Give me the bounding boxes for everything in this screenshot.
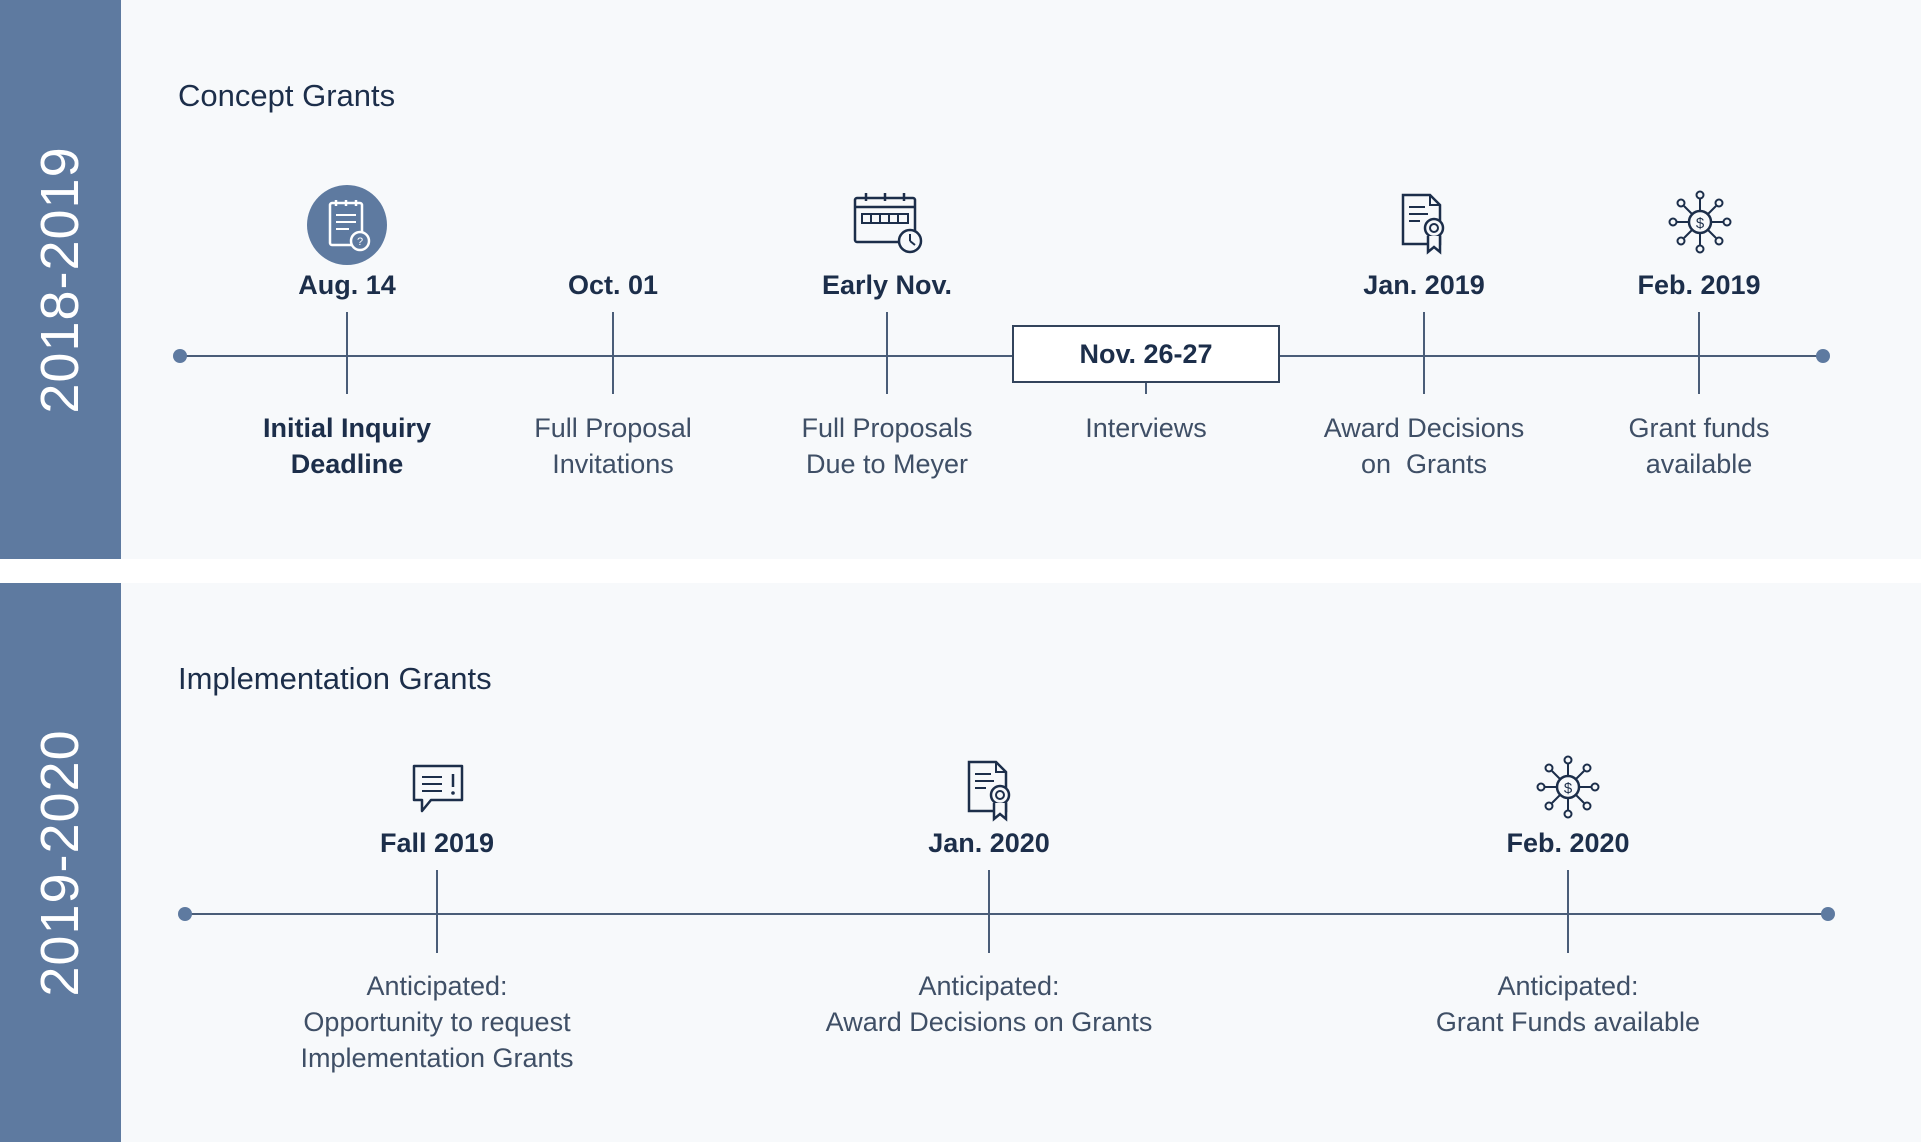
milestone-description: Anticipated: Opportunity to request Impl… <box>300 971 574 1073</box>
milestone-description: Interviews <box>1085 413 1207 443</box>
year-bar: 2019-2020 <box>0 583 121 1142</box>
timeline-panel-2018-2019: 2018-2019 Concept Grants ? <box>0 0 1921 559</box>
milestone-description: Initial Inquiry Deadline <box>262 413 432 479</box>
speech-bubble-alert-icon <box>412 764 464 813</box>
milestone-date: Aug. 14 <box>298 270 396 300</box>
milestone-date: Fall 2019 <box>379 828 495 858</box>
milestone-date: Jan. 2019 <box>1363 270 1485 300</box>
timeline-axis <box>173 312 1830 394</box>
axis-start-dot <box>173 349 187 363</box>
milestone-description: Full Proposals Due to Meyer <box>801 413 973 479</box>
timeline-panel-2019-2020: 2019-2020 Implementation Grants $ <box>0 583 1921 1142</box>
milestone-description: Grant funds available <box>1628 413 1770 479</box>
calendar-clock-icon <box>853 193 923 254</box>
section-title: Concept Grants <box>178 78 396 113</box>
axis-end-dot <box>1816 349 1830 363</box>
milestone-description: Full Proposal Invitations <box>534 413 692 479</box>
milestone-date: Feb. 2019 <box>1637 270 1761 300</box>
certificate-award-icon <box>1401 193 1445 255</box>
milestone-date: Feb. 2020 <box>1506 828 1630 858</box>
timeline-axis <box>178 870 1835 953</box>
funds-network-icon: $ <box>1668 190 1732 254</box>
milestone-date-box: Nov. 26-27 <box>1012 325 1280 383</box>
milestone-date: Jan. 2020 <box>928 828 1050 858</box>
milestone-description: Anticipated: Grant Funds available <box>1435 971 1701 1037</box>
funds-network-icon: $ <box>1536 755 1600 819</box>
milestone-description: Award Decisions on Grants <box>1323 413 1525 479</box>
section-title: Implementation Grants <box>178 661 492 696</box>
axis-start-dot <box>178 907 192 921</box>
milestone-description: Anticipated: Award Decisions on Grants <box>825 971 1153 1037</box>
svg-text:$: $ <box>1696 215 1705 232</box>
year-bar: 2018-2019 <box>0 0 121 559</box>
clipboard-clock-icon: ? <box>307 185 387 265</box>
milestone-date: Oct. 01 <box>567 270 659 300</box>
svg-text:$: $ <box>1564 780 1573 797</box>
svg-text:?: ? <box>357 236 363 248</box>
axis-end-dot <box>1821 907 1835 921</box>
milestone-date: Early Nov. <box>821 270 953 300</box>
certificate-award-icon <box>967 760 1011 822</box>
